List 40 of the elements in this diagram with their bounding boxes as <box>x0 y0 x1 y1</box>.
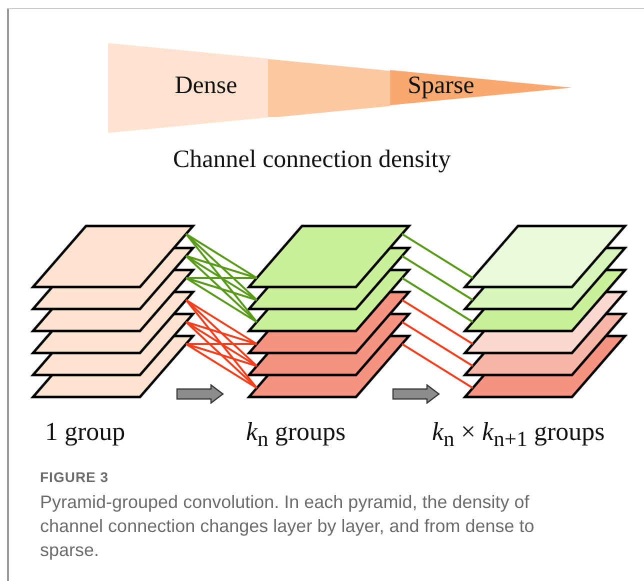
connection-line <box>186 255 258 279</box>
connection-line <box>186 277 258 323</box>
figure-number: FIGURE 3 <box>40 469 109 485</box>
connection-line <box>186 277 258 301</box>
layer-plane <box>246 224 412 288</box>
connection-line <box>402 277 474 323</box>
axis-caption: Channel connection density <box>173 146 451 174</box>
connection-line <box>186 321 258 345</box>
connection-line <box>402 233 474 279</box>
connection-line <box>402 255 474 301</box>
density-label: Sparse <box>406 72 476 100</box>
connection-line <box>186 255 258 301</box>
connection-line <box>185 299 258 389</box>
connection-line <box>402 343 474 389</box>
connection-line <box>185 321 258 389</box>
block-arrow <box>176 384 224 404</box>
wedge-segment <box>108 43 268 133</box>
figure-caption: Pyramid-grouped convolution. In each pyramid, the density of channel connection changes layer by layer, and from dense to sparse. <box>40 491 536 562</box>
block-arrow <box>392 384 440 404</box>
density-label: Dense <box>174 72 238 100</box>
layer-plane <box>462 224 628 288</box>
connection-line <box>186 343 258 367</box>
wedge-segment <box>390 70 572 106</box>
connection-line <box>185 233 258 323</box>
connection-line <box>186 343 258 389</box>
connection-line <box>186 277 257 279</box>
connection-line <box>186 233 258 279</box>
connection-line <box>186 299 258 345</box>
connection-line <box>185 233 258 301</box>
wedge-segment <box>268 58 390 118</box>
connection-line <box>402 299 474 345</box>
layer-plane <box>30 224 196 288</box>
connection-line <box>186 321 258 367</box>
group-label: 1 group <box>45 417 126 447</box>
connection-line <box>186 343 257 345</box>
connection-line <box>185 255 258 323</box>
group-label: k$_{n}$ × k$_{n+1}$ groups <box>432 417 605 452</box>
group-label: k$_{n}$ groups <box>246 417 346 452</box>
connection-line <box>402 321 474 367</box>
connection-line <box>185 299 258 367</box>
